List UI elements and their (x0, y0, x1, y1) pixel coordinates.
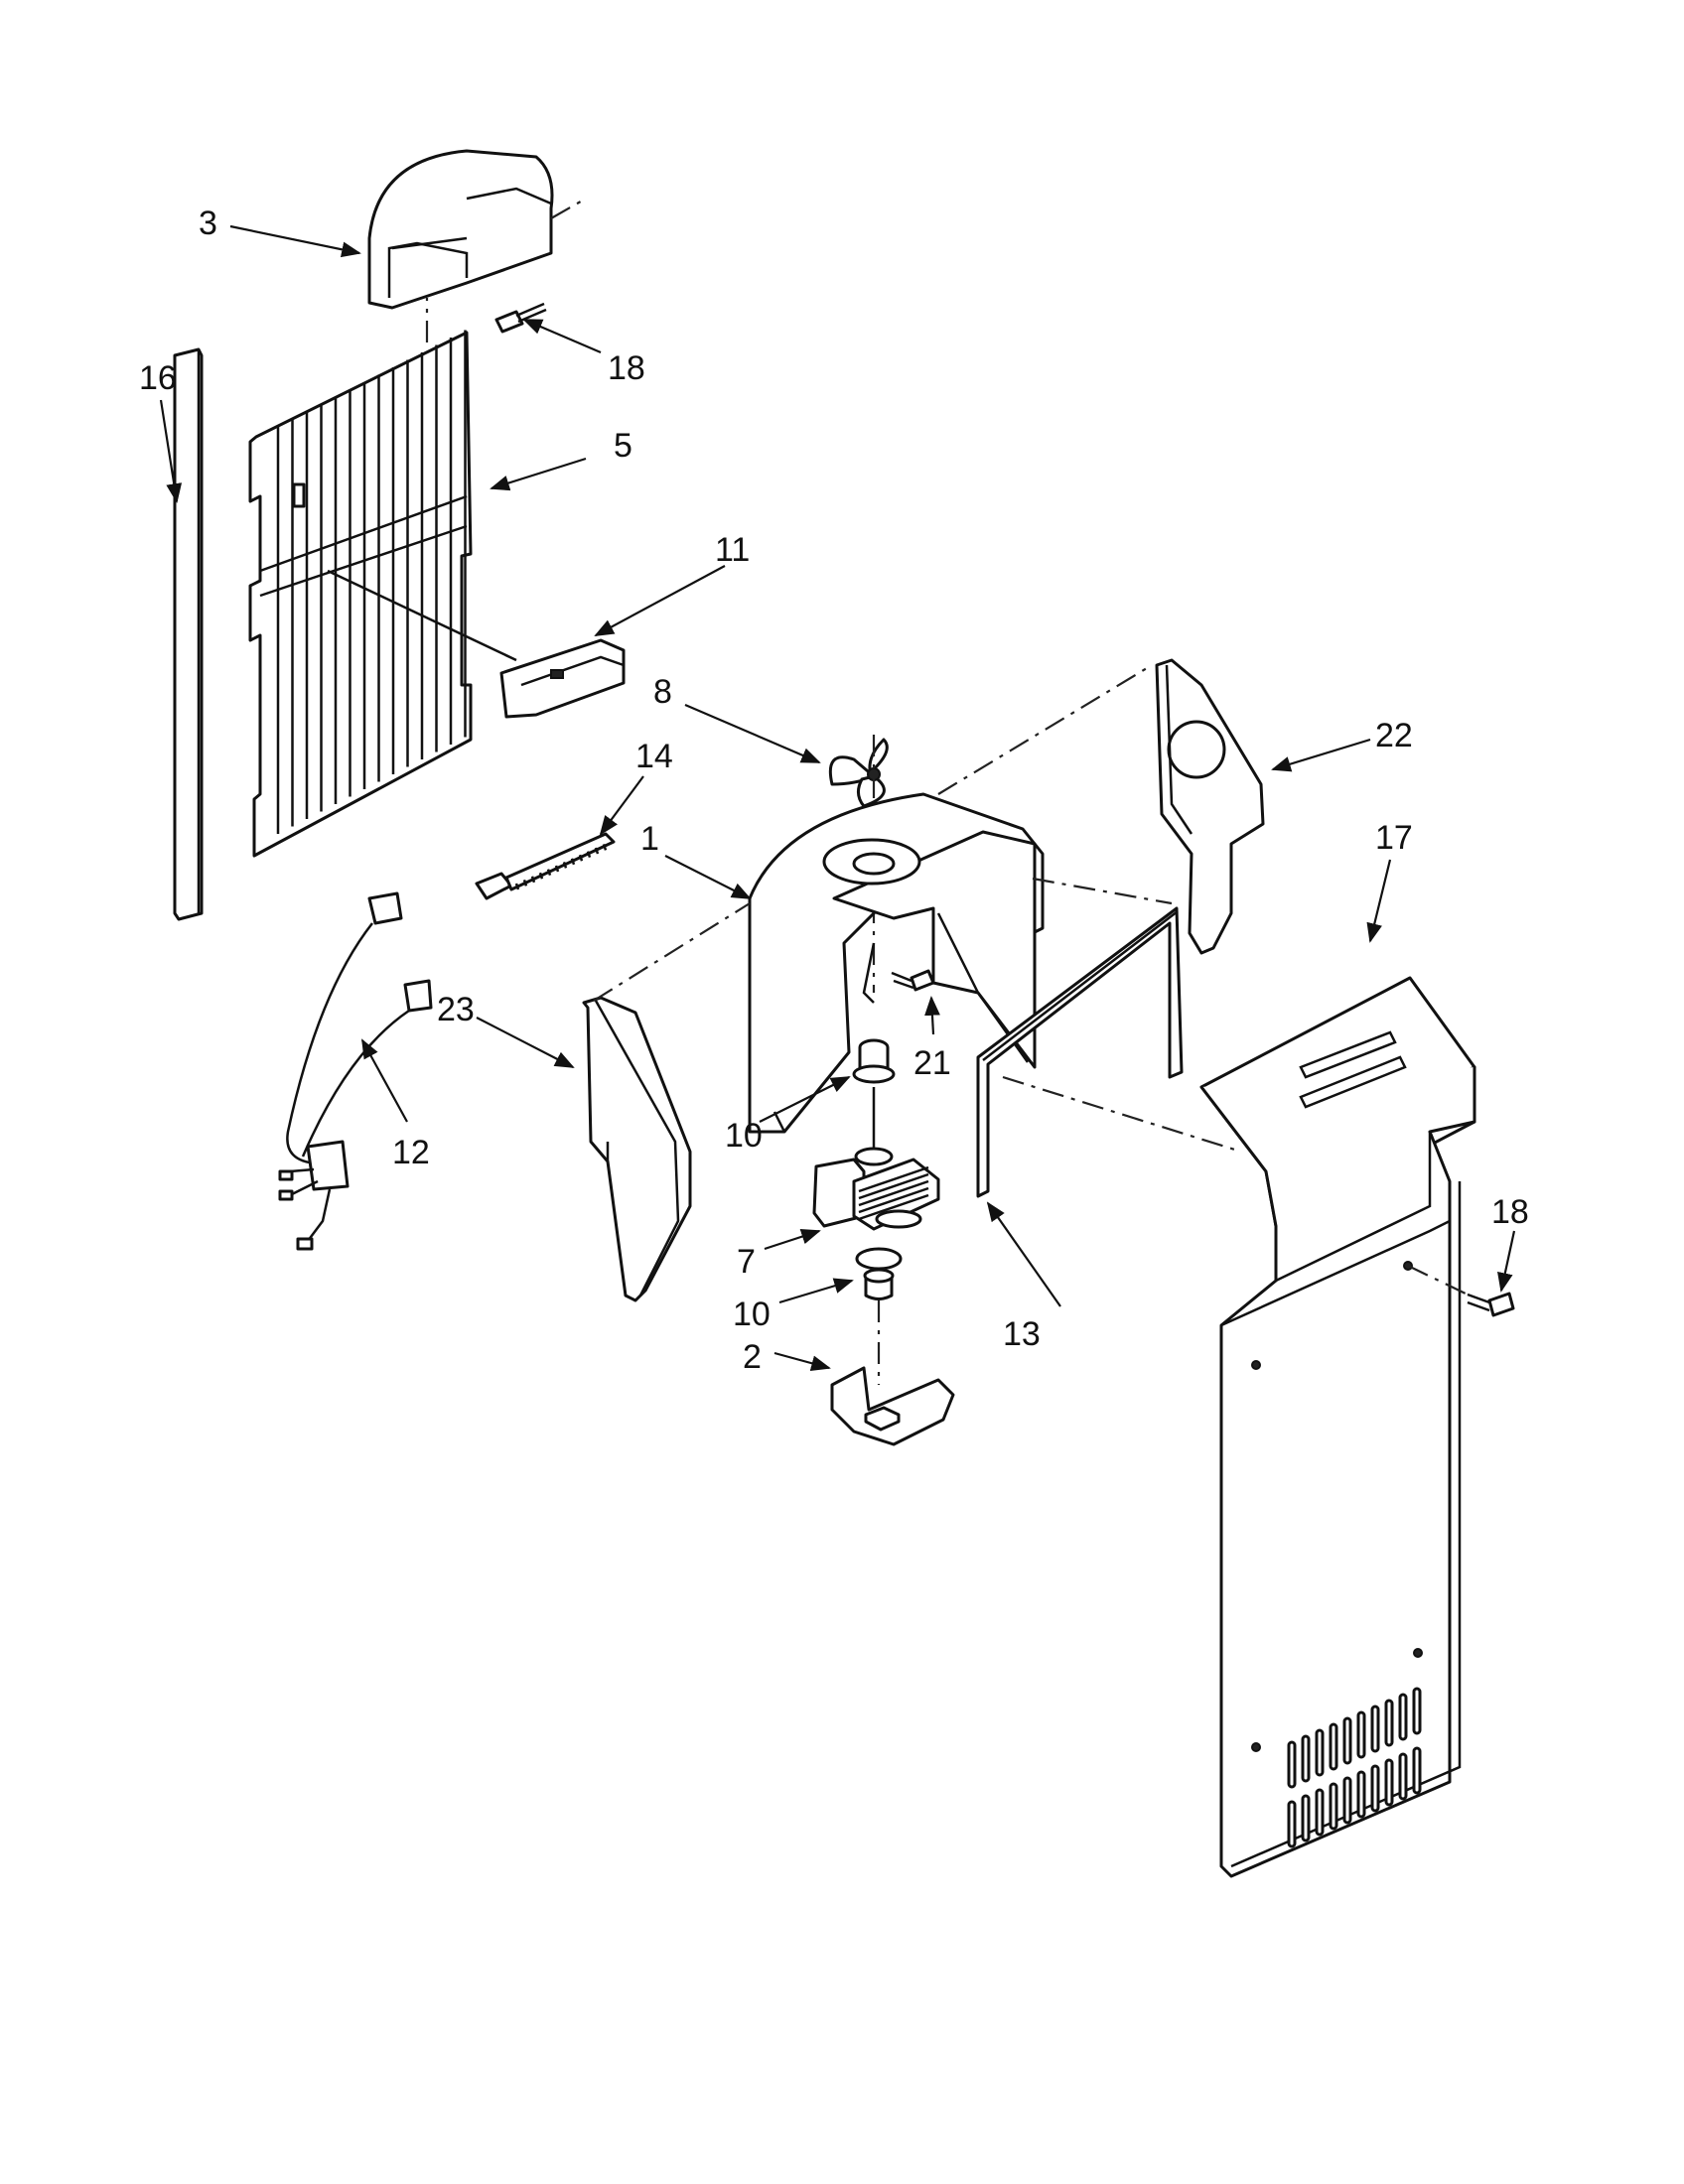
part-21-screw (891, 969, 935, 992)
part-18-screw (494, 302, 547, 334)
guide-line (1032, 877, 1173, 905)
callout-18: 18 (1491, 1193, 1529, 1231)
part-12-harness (278, 891, 433, 1251)
guide-line (550, 198, 587, 219)
part-1-fan-housing (748, 792, 1045, 1134)
part-3-cover (367, 149, 554, 310)
callout-11: 11 (715, 531, 750, 569)
callout-8: 8 (653, 673, 672, 711)
callout-10: 10 (733, 1296, 771, 1333)
part-23-side-panel (582, 996, 692, 1302)
callout-5: 5 (614, 427, 632, 465)
part-11-bracket (327, 569, 626, 719)
guide-line (593, 902, 751, 1002)
callout-22: 22 (1375, 717, 1413, 754)
callout-14: 14 (635, 738, 673, 775)
callout-1: 1 (640, 820, 659, 858)
callout-18: 18 (608, 349, 645, 387)
guide-line (937, 664, 1153, 795)
callout-17: 17 (1375, 819, 1413, 857)
callout-13: 13 (1003, 1315, 1041, 1353)
callout-10: 10 (725, 1117, 763, 1155)
part-18-screw (1467, 1292, 1515, 1317)
part-17-duct-panel (1199, 976, 1476, 1878)
guide-line (1407, 1265, 1469, 1296)
part-5-grille (248, 330, 473, 858)
part-10-bushing (855, 1247, 903, 1300)
part-14-cable-tie (475, 832, 616, 900)
callout-12: 12 (392, 1134, 430, 1171)
part-22-side-panel (1155, 658, 1265, 955)
part-10-bushing (852, 1038, 896, 1084)
callout-16: 16 (139, 359, 177, 397)
callout-21: 21 (913, 1044, 951, 1082)
part-13-seal (976, 906, 1184, 1198)
part-16-strip (173, 347, 204, 921)
part-7-motor (812, 1087, 940, 1231)
callout-7: 7 (737, 1243, 756, 1281)
callout-23: 23 (437, 991, 475, 1028)
callout-2: 2 (743, 1338, 762, 1376)
callout-3: 3 (199, 205, 217, 242)
part-2-bracket (830, 1366, 955, 1446)
leader-lines (159, 224, 1516, 1371)
